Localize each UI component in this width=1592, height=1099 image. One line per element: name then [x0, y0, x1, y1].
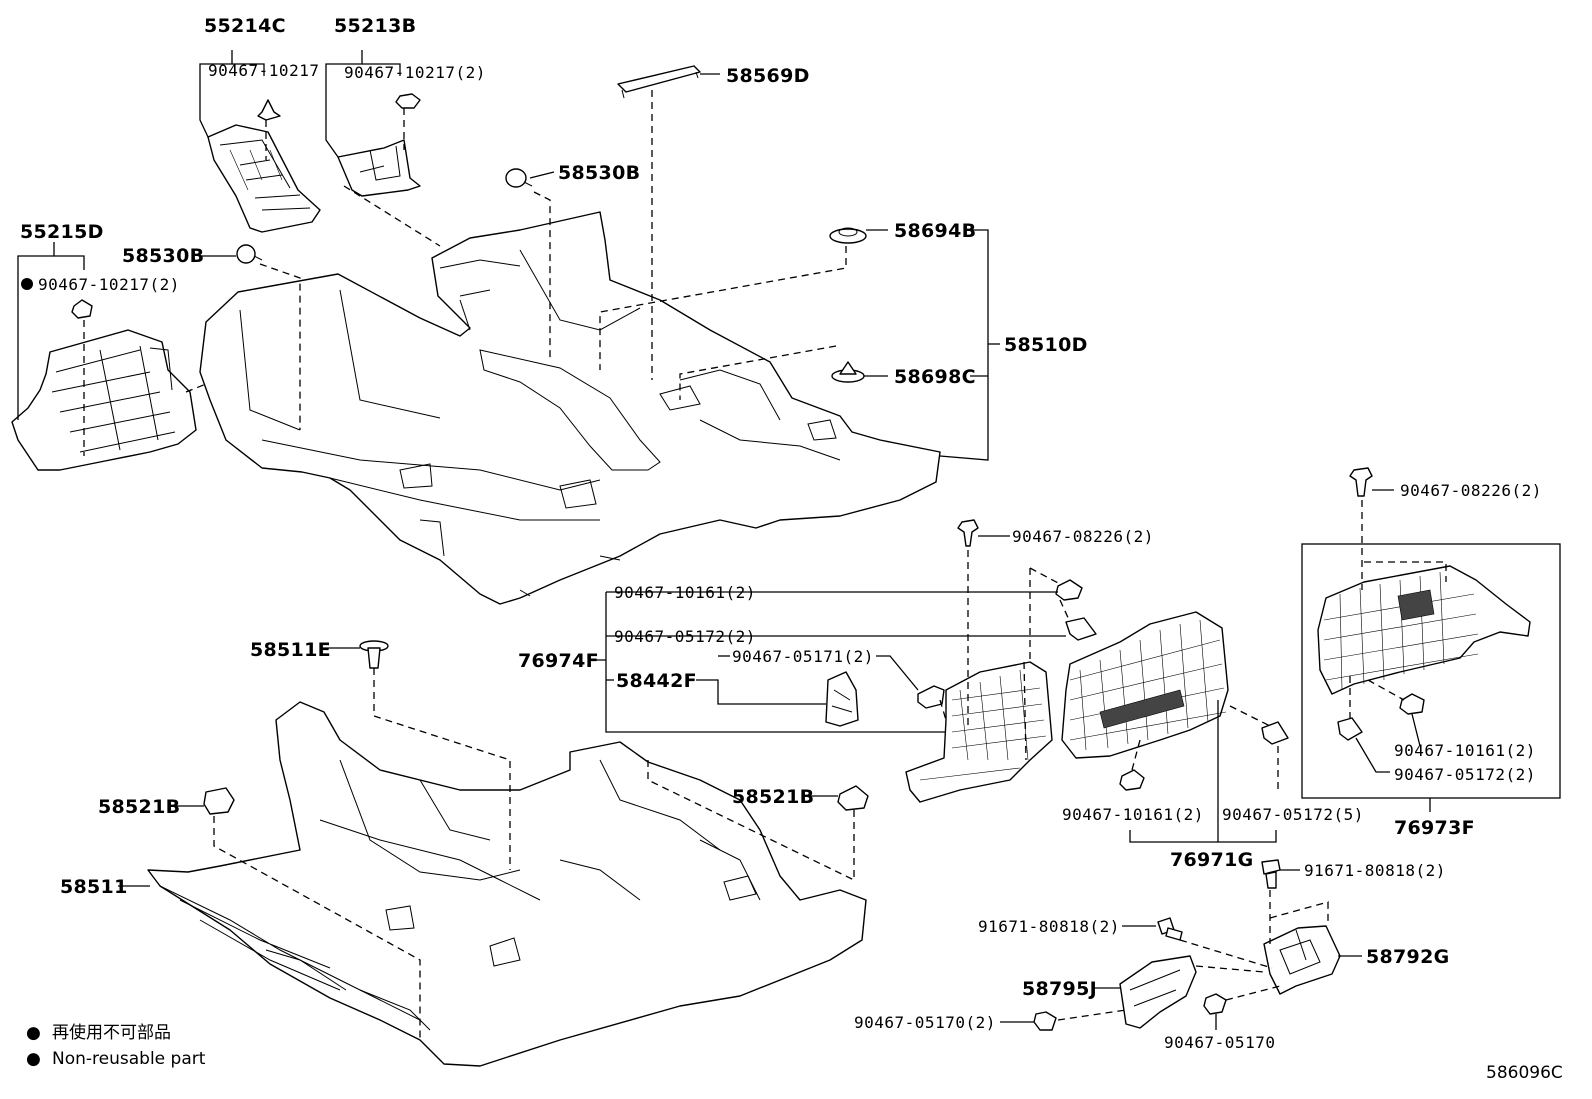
fastener-icon [505, 168, 533, 188]
label-90467-10217-a: 90467-10217 [208, 61, 319, 80]
label-58530B-left: 58530B [122, 245, 204, 267]
label-58698C: 58698C [894, 366, 976, 388]
part-55214C-drawing [207, 124, 321, 233]
label-90467-05170-left: 90467-05170(2) [854, 1013, 996, 1032]
legend-english-text: Non-reusable part [52, 1049, 206, 1069]
label-58530B-top: 58530B [558, 162, 640, 184]
drawing-code: 586096C [1486, 1063, 1563, 1083]
label-90467-05172-a: 90467-05172(2) [614, 627, 756, 646]
fastener-icon [359, 640, 389, 669]
label-58792G: 58792G [1366, 946, 1450, 968]
label-76973F: 76973F [1394, 817, 1475, 839]
label-90467-10161-c: 90467-10161(2) [1062, 805, 1204, 824]
label-90467-10161-a: 90467-10161(2) [614, 583, 756, 602]
clip-icon [71, 299, 93, 319]
label-90467-10161-b: 90467-10161(2) [1394, 741, 1536, 760]
leader-lines [17, 50, 1447, 1040]
part-58795J-drawing [1119, 955, 1197, 1029]
label-58510D: 58510D [1004, 334, 1088, 356]
bolt-icon [1157, 917, 1183, 941]
label-90467-05170-bottom: 90467-05170 [1164, 1033, 1275, 1052]
clip-icon [1261, 721, 1289, 745]
clip-icon [917, 685, 945, 709]
grommet-icon [829, 227, 867, 244]
fastener-icon [1349, 467, 1373, 497]
clip-icon [1033, 1011, 1057, 1031]
label-90467-05172-c: 90467-05172(5) [1222, 805, 1364, 824]
clip-icon [395, 93, 421, 109]
label-91671-80818-right: 91671-80818(2) [1304, 861, 1446, 880]
part-58511-drawing [147, 701, 867, 1067]
label-58511: 58511 [60, 876, 128, 898]
fastener-icon [957, 519, 979, 547]
part-58569D-drawing [617, 65, 701, 99]
grommet-icon [831, 361, 865, 383]
legend-bullet-en: ● [26, 1049, 41, 1069]
label-90467-08226-mid: 90467-08226(2) [1012, 527, 1154, 546]
clip-icon [1203, 993, 1227, 1015]
fastener-icon [236, 244, 263, 264]
label-91671-80818-left: 91671-80818(2) [978, 917, 1120, 936]
label-90467-08226-right: 90467-08226(2) [1400, 481, 1542, 500]
clip-icon [1337, 717, 1363, 741]
label-58511E: 58511E [250, 639, 331, 661]
clip-icon [1399, 693, 1425, 715]
non-reusable-bullet-icon [21, 278, 33, 290]
part-58521B-right-drawing [837, 785, 869, 811]
label-90467-10217-b: 90467-10217(2) [344, 63, 486, 82]
legend-bullet-jp: ● [26, 1023, 41, 1043]
legend-japanese-text: 再使用不可部品 [52, 1022, 171, 1043]
label-76974F: 76974F [518, 650, 599, 672]
part-58510D-drawing [199, 211, 941, 605]
part-76973F-drawing [1317, 565, 1531, 695]
label-76971G: 76971G [1170, 849, 1254, 871]
clip-icon [1055, 579, 1083, 601]
label-90467-05171: 90467-05171(2) [732, 647, 874, 666]
label-58569D: 58569D [726, 65, 810, 87]
label-55215D: 55215D [20, 221, 104, 243]
part-58521B-left-drawing [203, 787, 235, 815]
part-58792G-drawing [1263, 925, 1341, 995]
clip-icon [1119, 769, 1145, 791]
label-90467-10217-c: 90467-10217(2) [38, 275, 180, 294]
bolt-icon [1261, 859, 1281, 889]
clip-icon [257, 99, 281, 121]
part-58442F-drawing [825, 671, 859, 727]
label-58795J: 58795J [1022, 978, 1097, 1000]
part-55215D-drawing [11, 329, 197, 471]
label-58694B: 58694B [894, 220, 976, 242]
label-55214C: 55214C [204, 15, 286, 37]
label-58521B-right: 58521B [732, 786, 814, 808]
part-76973F-box [1301, 543, 1561, 799]
part-76974F-drawing [905, 661, 1053, 803]
part-55213B-drawing [337, 139, 421, 197]
clip-icon [1065, 617, 1097, 641]
label-58442F: 58442F [616, 670, 697, 692]
part-76971G-drawing [1061, 611, 1229, 759]
label-55213B: 55213B [334, 15, 416, 37]
label-58521B-left: 58521B [98, 796, 180, 818]
label-90467-05172-b: 90467-05172(2) [1394, 765, 1536, 784]
